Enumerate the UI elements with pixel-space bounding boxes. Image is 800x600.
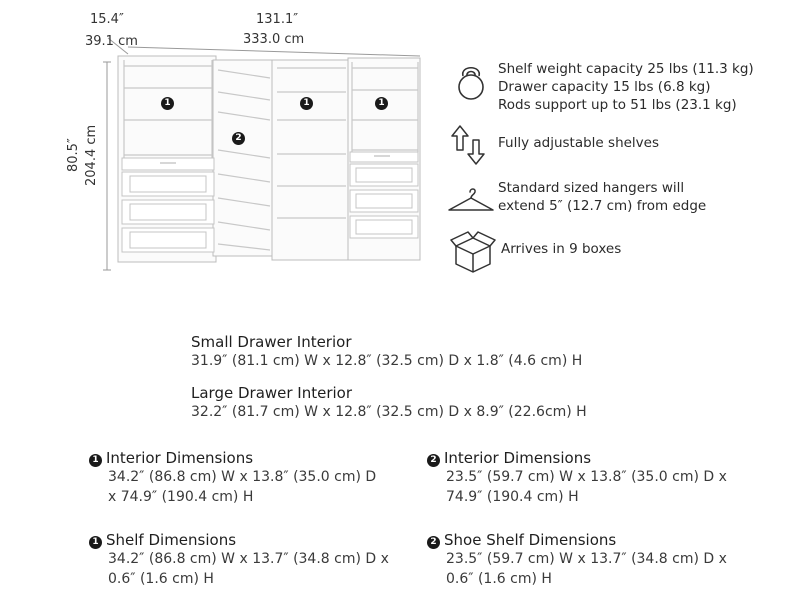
interior-1-title: Interior Dimensions	[106, 449, 254, 467]
interior-1-line-1: 34.2″ (86.8 cm) W x 13.8″ (35.0 cm) D	[108, 469, 377, 485]
unit-middle	[271, 59, 351, 261]
rod-capacity: Rods support up to 51 lbs (23.1 kg)	[498, 97, 737, 113]
adjustable-shelves-text: Fully adjustable shelves	[498, 135, 660, 151]
hanger-line-2: extend 5″ (12.7 cm) from edge	[498, 198, 707, 214]
interior-dimensions-2: 2 Interior Dimensions 23.5″ (59.7 cm) W x…	[427, 449, 727, 507]
shelf-1-line-1: 34.2″ (86.8 cm) W x 13.7″ (34.8 cm) D x	[108, 551, 389, 567]
shelf-dimensions-1: 1 Shelf Dimensions 34.2″ (86.8 cm) W x 13…	[89, 531, 389, 589]
adjust-arrows-icon	[451, 125, 485, 165]
interior-2-line-2: 74.9″ (190.4 cm) H	[446, 489, 579, 505]
callout-badge: 2	[427, 536, 440, 549]
height-inches: 80.5″	[66, 138, 81, 172]
depth-cm: 39.1 cm	[85, 34, 138, 49]
callout-badge: 2	[427, 454, 440, 467]
drawer	[349, 189, 419, 213]
width-inches: 131.1″	[256, 12, 299, 27]
shelf-1-title: Shelf Dimensions	[106, 531, 237, 549]
interior-2-title: Interior Dimensions	[444, 449, 592, 467]
hanger-line-1: Standard sized hangers will	[498, 180, 685, 196]
height-cm: 204.4 cm	[84, 124, 99, 186]
callout-badge: 2	[232, 132, 245, 145]
callout-badge: 1	[89, 536, 102, 549]
shoe-shelf-2-line-1: 23.5″ (59.7 cm) W x 13.7″ (34.8 cm) D x	[446, 551, 727, 567]
width-dim-line	[127, 46, 421, 57]
shelf-1-line-2: 0.6″ (1.6 cm) H	[108, 571, 214, 587]
large-drawer-title: Large Drawer Interior	[191, 384, 353, 402]
interior-dimensions-1: 1 Interior Dimensions 34.2″ (86.8 cm) W x…	[89, 449, 376, 507]
box-icon	[450, 231, 496, 273]
large-drawer-spec: Large Drawer Interior 32.2″ (81.7 cm) W …	[191, 384, 587, 422]
interior-2-line-1: 23.5″ (59.7 cm) W x 13.8″ (35.0 cm) D x	[446, 469, 727, 485]
closet-drawing	[103, 37, 421, 271]
kettlebell-icon	[458, 66, 484, 100]
callout-badge: 1	[300, 97, 313, 110]
drawer	[349, 215, 419, 239]
drawer	[349, 163, 419, 187]
interior-1-line-2: x 74.9″ (190.4 cm) H	[108, 489, 254, 505]
depth-dim-line	[107, 37, 129, 55]
callout-badge: 1	[375, 97, 388, 110]
callout-badge: 1	[89, 454, 102, 467]
shoe-shelf-2-line-2: 0.6″ (1.6 cm) H	[446, 571, 552, 587]
small-drawer-spec: Small Drawer Interior 31.9″ (81.1 cm) W …	[191, 333, 582, 371]
small-drawer-title: Small Drawer Interior	[191, 333, 352, 351]
small-drawer-value: 31.9″ (81.1 cm) W x 12.8″ (32.5 cm) D x …	[191, 353, 583, 369]
large-drawer-value: 32.2″ (81.7 cm) W x 12.8″ (32.5 cm) D x …	[191, 404, 587, 420]
shelf-capacity: Shelf weight capacity 25 lbs (11.3 kg)	[498, 61, 754, 77]
drawer-capacity: Drawer capacity 15 lbs (6.8 kg)	[498, 79, 711, 95]
width-cm: 333.0 cm	[243, 32, 305, 47]
hanger-text: Standard sized hangers will extend 5″ (1…	[498, 179, 706, 215]
boxes-text: Arrives in 9 boxes	[501, 241, 622, 257]
depth-inches: 15.4″	[90, 12, 124, 27]
callout-badge: 1	[161, 97, 174, 110]
shoe-shelf-2-title: Shoe Shelf Dimensions	[444, 531, 617, 549]
weight-capacity-text: Shelf weight capacity 25 lbs (11.3 kg) D…	[498, 60, 754, 114]
shoe-shelf-dimensions-2: 2 Shoe Shelf Dimensions 23.5″ (59.7 cm) W…	[427, 531, 727, 589]
hanger-icon	[448, 188, 494, 211]
